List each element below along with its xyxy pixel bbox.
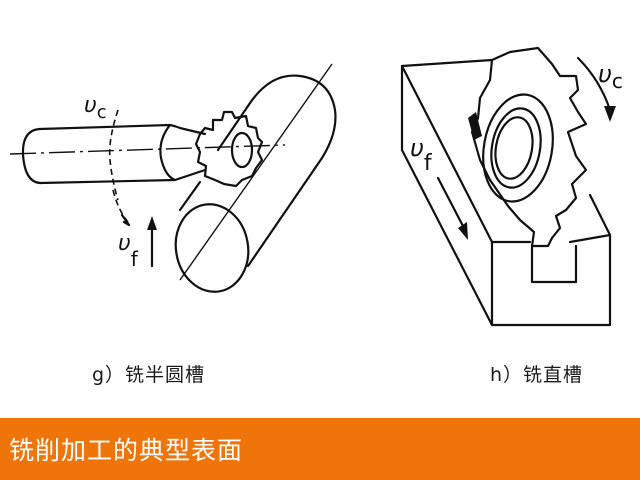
footer-title: 铣削加工的典型表面 xyxy=(9,436,244,465)
semicircular-groove-diagram: υc υf xyxy=(9,63,337,293)
label-vf-h: υf xyxy=(410,134,433,176)
footer-title-bar: 铣削加工的典型表面 xyxy=(0,418,640,480)
label-vc-g: υc xyxy=(84,93,107,123)
label-vc-h: υc xyxy=(598,60,623,93)
caption-g: g）铣半圆槽 xyxy=(92,364,206,386)
figure-h-straight-groove: υc υf xyxy=(380,20,640,340)
label-vf-g: υf xyxy=(118,231,139,271)
straight-groove-diagram: υc υf xyxy=(400,46,623,327)
caption-h: h）铣直槽 xyxy=(490,364,584,386)
figure-g-semicircular-groove: υc υf xyxy=(0,30,360,340)
